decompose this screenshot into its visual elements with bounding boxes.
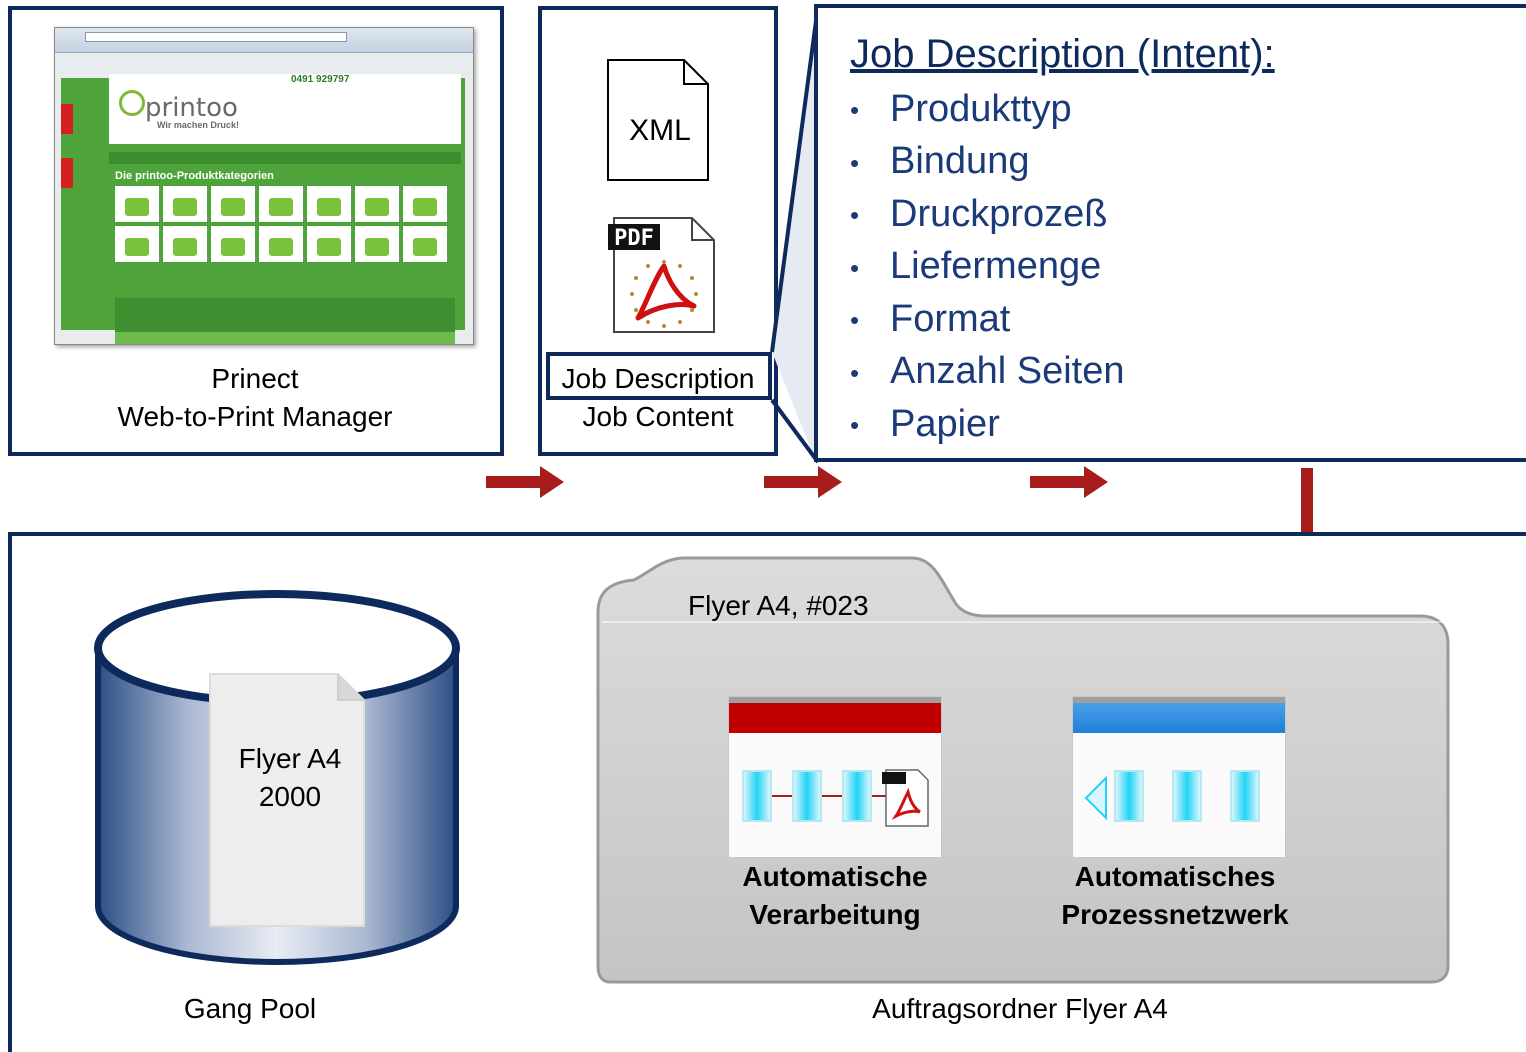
process-step-icon <box>1172 770 1202 822</box>
pdf-file-icon: PDF <box>608 217 715 333</box>
caption-line: Automatisches <box>1074 861 1276 892</box>
caption-line: Job Content <box>582 401 734 432</box>
intent-item: •Liefermenge <box>850 241 1125 293</box>
process-step-icon <box>792 770 822 822</box>
process-network-caption: Automatisches Prozessnetzwerk <box>1030 858 1320 934</box>
job-files-caption: Job Description Job Content <box>538 360 778 436</box>
shop-tagline: Wir machen Druck! <box>157 120 239 130</box>
bullet-icon: • <box>850 200 860 231</box>
job-folder-icon <box>596 556 1450 984</box>
shop-footer-strip <box>115 332 455 344</box>
shop-category-heading: Die printoo-Produktkategorien <box>115 170 274 182</box>
bullet-icon: • <box>850 410 860 441</box>
document-line: 2000 <box>258 781 322 812</box>
product-tile <box>259 226 303 262</box>
bullet-icon: • <box>850 305 860 336</box>
arrow-right-icon <box>764 466 842 498</box>
product-tile <box>307 226 351 262</box>
xml-label: XML <box>629 114 691 147</box>
intent-item: •Anzahl Seiten <box>850 346 1125 398</box>
job-description-highlight <box>546 352 772 400</box>
bullet-icon: • <box>850 147 860 178</box>
bullet-icon: • <box>850 357 860 388</box>
process-step-icon <box>1114 770 1144 822</box>
pdf-label: PDF <box>614 226 654 251</box>
shop-banner <box>115 298 455 332</box>
bullet-icon: • <box>850 252 860 283</box>
document-line: Flyer A4 <box>238 743 342 774</box>
callout-wedge <box>770 5 820 464</box>
product-tile <box>163 226 207 262</box>
caption-line: Web-to-Print Manager <box>117 401 393 432</box>
gang-pool-document: Flyer A4 2000 <box>210 740 370 816</box>
shop-navbar <box>109 152 461 164</box>
caption-line: Verarbeitung <box>749 899 921 930</box>
folder-caption: Auftragsordner Flyer A4 <box>872 993 1168 1024</box>
web-to-print-caption: Prinect Web-to-Print Manager <box>40 360 470 436</box>
card-titlebar <box>1073 697 1285 733</box>
product-tile <box>403 186 447 222</box>
address-bar <box>85 32 347 42</box>
intent-panel <box>814 4 1526 462</box>
product-tile <box>115 226 159 262</box>
product-tile <box>211 226 255 262</box>
connector-line <box>772 795 792 797</box>
gang-pool-caption: Gang Pool <box>183 993 317 1024</box>
intent-title: Job Description (Intent): <box>850 32 1275 76</box>
process-step-icon <box>1230 770 1260 822</box>
product-tiles <box>115 186 455 262</box>
product-tile <box>115 186 159 222</box>
arrow-right-icon <box>486 466 564 498</box>
bullet-icon: • <box>850 95 860 126</box>
product-tile <box>163 186 207 222</box>
folder-tab-label: Flyer A4, #023 <box>688 590 869 621</box>
printoo-logo: printoo <box>119 90 238 123</box>
product-tile <box>403 226 447 262</box>
gang-pool-database-icon <box>94 590 460 965</box>
intent-item: •Format <box>850 294 1125 346</box>
connector-line <box>872 795 886 797</box>
automatic-processing-caption: Automatische Verarbeitung <box>700 858 970 934</box>
back-triangle-icon <box>1084 776 1107 820</box>
intent-item: •Bindung <box>850 136 1125 188</box>
intent-list: •Produkttyp •Bindung •Druckprozeß •Liefe… <box>850 84 1125 451</box>
process-step-icon <box>742 770 772 822</box>
product-tile <box>355 186 399 222</box>
web-shop-screenshot: printoo Wir machen Druck! 0491 929797 Di… <box>54 27 474 345</box>
product-tile <box>355 226 399 262</box>
xml-file-icon: XML <box>607 59 709 181</box>
card-titlebar <box>729 697 941 733</box>
connector-line <box>822 795 842 797</box>
intent-item: •Papier <box>850 399 1125 451</box>
intent-item: •Produkttyp <box>850 84 1125 136</box>
product-tile <box>211 186 255 222</box>
side-tab <box>61 104 73 134</box>
caption-line: Automatische <box>742 861 928 892</box>
caption-line: Prinect <box>211 363 299 394</box>
product-tile <box>307 186 351 222</box>
pdf-output-icon <box>882 769 929 827</box>
process-step-icon <box>842 770 872 822</box>
shop-header <box>109 74 461 144</box>
side-tab <box>61 158 73 188</box>
intent-item: •Druckprozeß <box>850 189 1125 241</box>
caption-line: Job Description <box>561 363 755 394</box>
shop-phone: 0491 929797 <box>291 74 350 85</box>
caption-line: Prozessnetzwerk <box>1061 899 1289 930</box>
product-tile <box>259 186 303 222</box>
arrow-right-icon <box>1030 466 1108 498</box>
